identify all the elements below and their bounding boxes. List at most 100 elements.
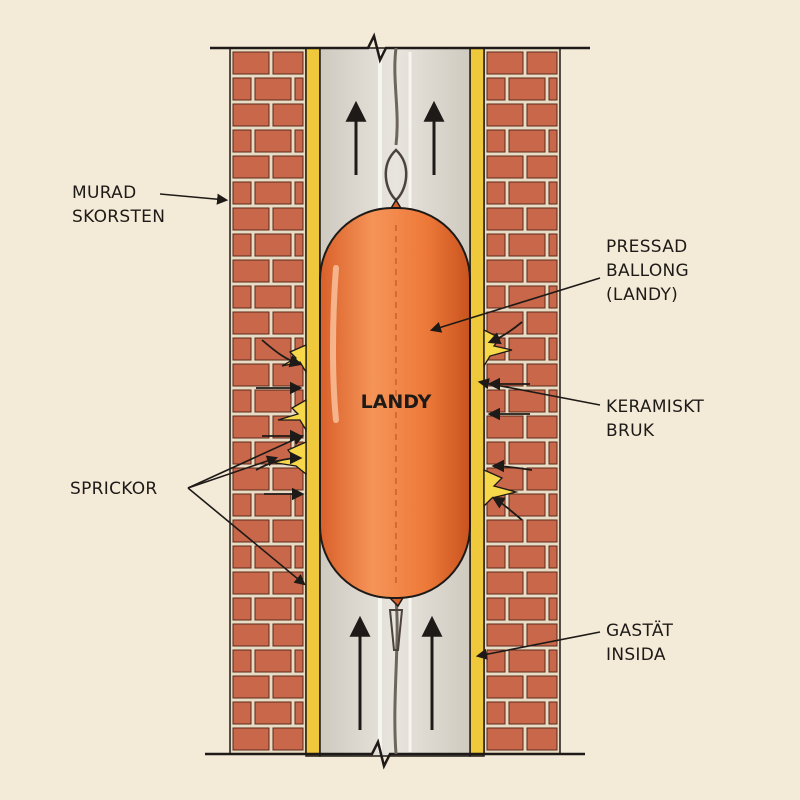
brick	[272, 311, 304, 335]
label-mortar: KERAMISKT BRUK	[477, 378, 704, 441]
brick	[548, 129, 558, 153]
brick	[294, 181, 304, 205]
brick	[526, 51, 558, 75]
brick	[486, 207, 524, 231]
brick	[232, 233, 252, 257]
draft-arrows	[345, 100, 445, 730]
brick	[232, 207, 270, 231]
brick	[232, 181, 252, 205]
brick	[548, 337, 558, 361]
brick	[486, 415, 524, 439]
brick	[232, 259, 270, 283]
brick	[526, 207, 558, 231]
brick-wall-left	[229, 47, 307, 755]
rope-bottom	[393, 599, 399, 755]
brick	[486, 259, 524, 283]
brick	[272, 363, 304, 387]
brick	[548, 77, 558, 101]
label-mortar-line2: BRUK	[606, 421, 655, 441]
brick	[272, 155, 304, 179]
brick	[508, 233, 546, 257]
brick	[294, 649, 304, 673]
brick	[272, 467, 304, 491]
label-chimney-line1: MURAD	[72, 183, 136, 203]
brick	[548, 597, 558, 621]
brick	[548, 493, 558, 517]
label-sealed-line2: INSIDA	[606, 645, 666, 665]
brick	[232, 155, 270, 179]
brick	[526, 519, 558, 543]
brick	[508, 129, 546, 153]
brick	[232, 77, 252, 101]
brick	[486, 597, 506, 621]
brick	[548, 285, 558, 309]
brick	[526, 311, 558, 335]
break-line-bottom	[205, 738, 585, 770]
rope-bottom-knot	[388, 609, 404, 651]
brick	[548, 649, 558, 673]
brick	[486, 545, 506, 569]
brick	[232, 285, 252, 309]
brick	[294, 129, 304, 153]
brick	[486, 571, 524, 595]
brick	[232, 519, 270, 543]
brick	[232, 415, 270, 439]
label-chimney-line2: SKORSTEN	[72, 207, 165, 227]
brick	[548, 701, 558, 725]
brick	[486, 77, 506, 101]
brick	[508, 181, 546, 205]
brick	[486, 181, 506, 205]
brick	[232, 701, 252, 725]
brick	[508, 545, 546, 569]
brick	[508, 389, 546, 413]
brick	[486, 311, 524, 335]
brick	[232, 337, 252, 361]
brick	[272, 571, 304, 595]
brick	[254, 77, 292, 101]
brick	[294, 493, 304, 517]
brick	[272, 103, 304, 127]
brick	[294, 701, 304, 725]
brick	[526, 571, 558, 595]
brick	[508, 441, 546, 465]
ceramic-liner-left	[305, 47, 321, 757]
brick	[526, 259, 558, 283]
brick	[232, 51, 270, 75]
brick	[232, 103, 270, 127]
brick	[232, 493, 252, 517]
brick	[526, 727, 558, 751]
svg-text:SPRICKOR: SPRICKOR	[70, 479, 158, 499]
brick	[232, 649, 252, 673]
brick	[526, 623, 558, 647]
brick	[272, 519, 304, 543]
brick	[232, 727, 270, 751]
brick	[508, 597, 546, 621]
label-cracks-line1: SPRICKOR	[70, 479, 158, 499]
brick	[526, 415, 558, 439]
brick	[508, 77, 546, 101]
brick	[254, 181, 292, 205]
brick	[254, 129, 292, 153]
brick	[486, 727, 524, 751]
label-balloon-line3: (LANDY)	[606, 285, 678, 305]
brick	[486, 623, 524, 647]
label-mortar-line1: KERAMISKT	[606, 397, 704, 417]
brick	[232, 623, 270, 647]
brick	[486, 233, 506, 257]
brick	[486, 285, 506, 309]
brick	[232, 597, 252, 621]
balloon-label: LANDY	[361, 391, 432, 413]
brick	[232, 467, 270, 491]
brick	[254, 233, 292, 257]
brick	[486, 519, 524, 543]
brick	[254, 597, 292, 621]
brick	[254, 545, 292, 569]
brick	[294, 285, 304, 309]
brick	[232, 675, 270, 699]
brick-wall-right	[483, 47, 561, 755]
brick	[486, 363, 524, 387]
